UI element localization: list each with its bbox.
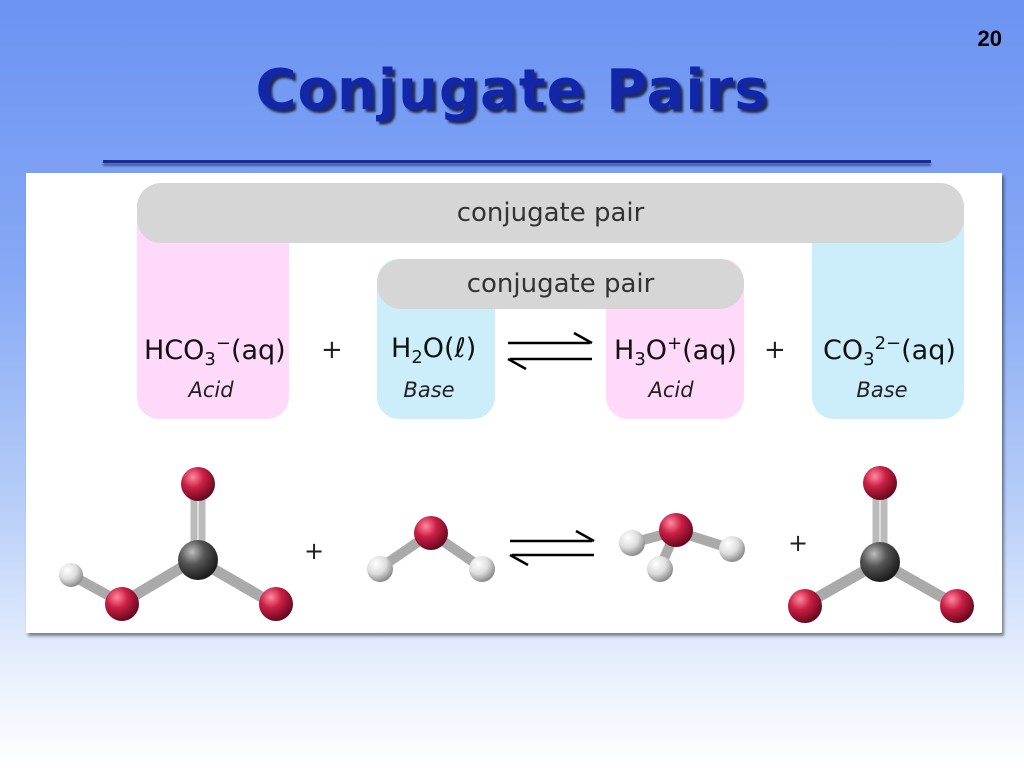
equilibrium-arrow-bottom (509, 529, 595, 567)
equilibrium-arrow-top (507, 331, 593, 371)
formula-hco3: HCO3−(aq) (144, 333, 286, 370)
bicarbonate-molecule (59, 467, 293, 621)
formula-co3: CO32−(aq) (823, 333, 956, 370)
title-underline (103, 160, 931, 163)
conjugate-pair-band-outer: conjugate pair (137, 183, 964, 243)
slide-number: 20 (977, 26, 1002, 51)
diagram-panel: conjugate pair conjugate pair HCO3−(aq) … (26, 173, 1002, 633)
formula-h2o: H2O(ℓ) (391, 333, 477, 368)
conjugate-pair-band-inner: conjugate pair (377, 259, 744, 309)
molecule-plus-1: + (304, 537, 324, 565)
slide-title: Conjugate Pairs (255, 58, 769, 123)
water-molecule (367, 516, 495, 582)
molecule-plus-2: + (788, 529, 808, 557)
conjugate-pair-label-inner: conjugate pair (466, 269, 655, 299)
conjugate-pair-label-outer: conjugate pair (456, 198, 645, 228)
role-h3o: Acid (648, 378, 694, 402)
carbonate-molecule (788, 466, 974, 623)
role-co3: Base (856, 378, 908, 402)
hydronium-molecule (619, 513, 745, 582)
plus-sign-2: + (764, 335, 786, 365)
role-h2o: Base (403, 378, 455, 402)
formula-h3o: H3O+(aq) (614, 333, 737, 370)
plus-sign-1: + (321, 335, 343, 365)
role-hco3: Acid (188, 378, 234, 402)
molecule-illustrations: + + (59, 331, 974, 623)
